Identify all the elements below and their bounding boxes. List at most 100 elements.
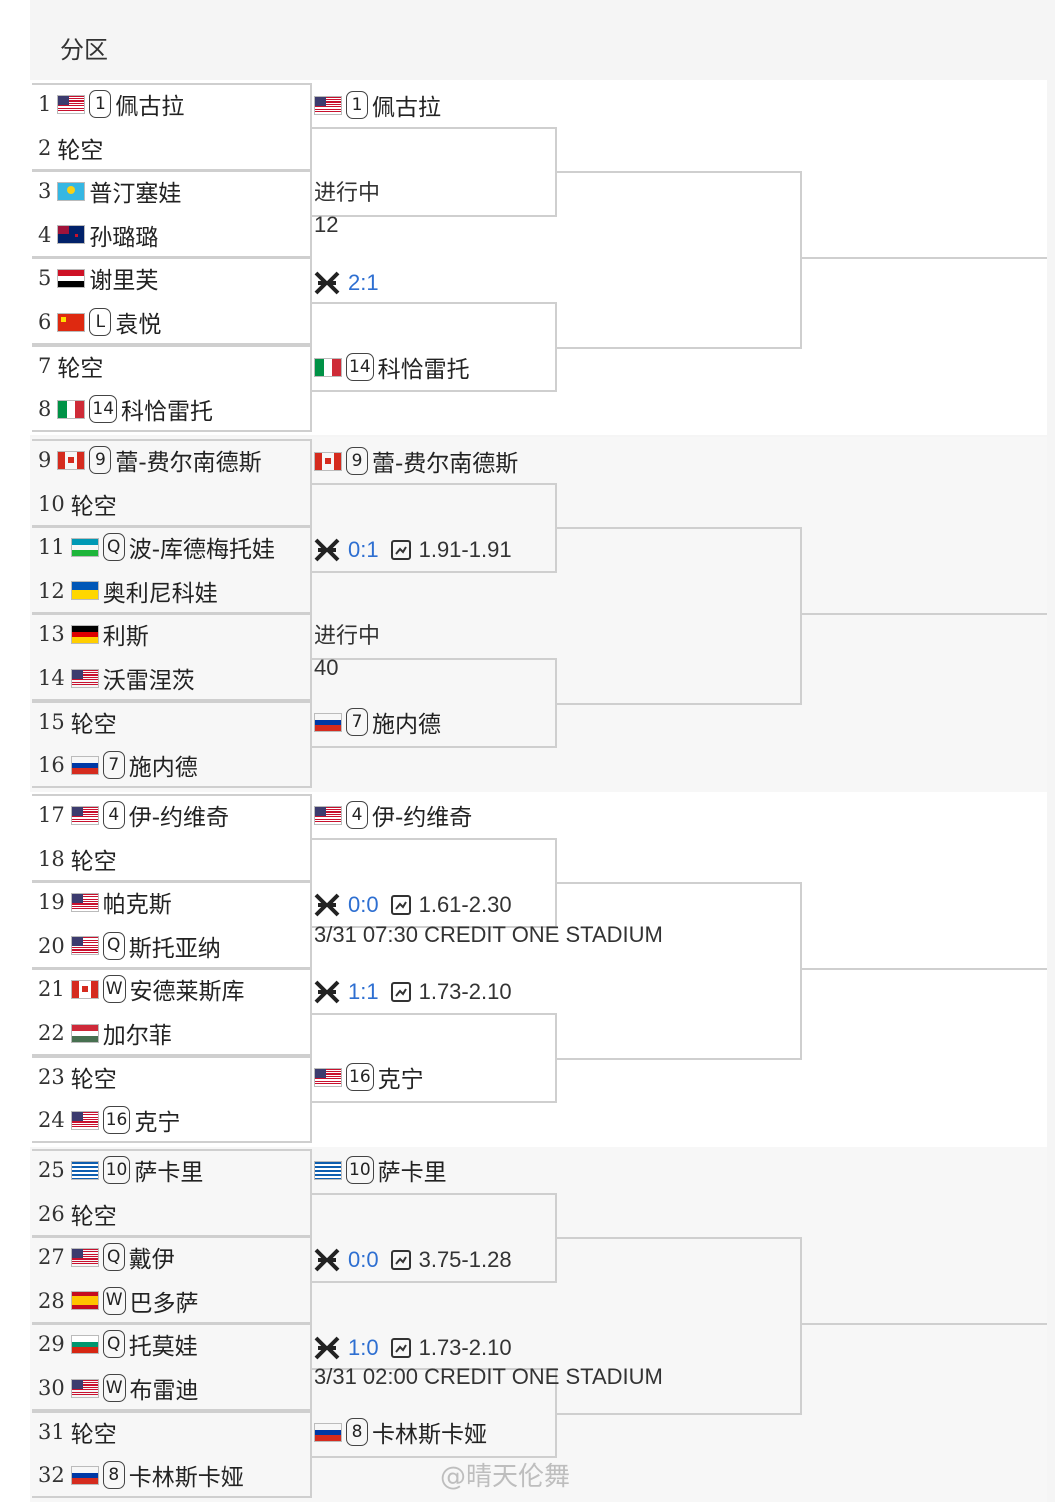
match-icon (314, 1248, 340, 1272)
odds: 1.61-2.30 (418, 892, 512, 917)
match-score[interactable]: 2:1 (314, 270, 391, 296)
draw-position: 12 (38, 578, 65, 603)
round2-player-seed: 16 (346, 1063, 374, 1091)
gr-flag-icon (70, 1160, 99, 1180)
odds-chart-icon (390, 895, 411, 915)
player-name: 安德莱斯库 (129, 979, 245, 1006)
live-score: 0:0 (348, 892, 379, 917)
player-name: 轮空 (70, 1421, 117, 1448)
player-name: 袁悦 (115, 312, 162, 338)
draw-position: 23 (38, 1064, 65, 1089)
round2-player-name: 佩古拉 (372, 95, 441, 121)
match-schedule[interactable]: 3/31 07:30 CREDIT ONE STADIUM (314, 922, 663, 948)
uz-flag-icon (70, 537, 99, 557)
match-box (32, 1410, 312, 1499)
player-row[interactable]: 12 奥利尼科娃 (38, 571, 218, 611)
match-box (32, 344, 312, 433)
draw-position: 1 (38, 92, 52, 116)
ua-flag-icon (70, 581, 99, 601)
match-icon (314, 538, 340, 562)
player-name: 轮空 (70, 1066, 117, 1093)
page-title: 分区 (60, 36, 108, 64)
player-name: 科恰雷托 (121, 399, 214, 426)
player-name: 托莫娃 (128, 1334, 198, 1361)
nz-flag-icon (57, 225, 86, 245)
match-box (32, 613, 312, 701)
draw-position: 30 (38, 1376, 65, 1400)
ca-flag-icon (57, 450, 86, 470)
bg-flag-icon (70, 1334, 99, 1354)
us-flag-icon (314, 805, 342, 825)
player-name: 轮空 (70, 1203, 117, 1230)
round3-box (555, 1237, 802, 1415)
game-score[interactable]: 40 (314, 655, 338, 681)
match-score[interactable]: 0:0 1.61-2.30 (314, 892, 512, 918)
odds-chart-icon (390, 540, 411, 560)
player-seed: 16 (102, 1106, 131, 1135)
us-flag-icon (70, 892, 99, 912)
draw-position: 19 (38, 890, 65, 915)
live-score: 2:1 (348, 270, 379, 295)
player-name: 轮空 (70, 711, 117, 738)
round2-player-name: 卡林斯卡娅 (372, 1422, 487, 1448)
draw-position: 2 (38, 135, 52, 160)
player-name: 奥利尼科娃 (102, 580, 218, 607)
game-score-text: 12 (314, 212, 339, 237)
match-schedule[interactable]: 3/31 02:00 CREDIT ONE STADIUM (314, 1364, 663, 1390)
round2-player-name: 科恰雷托 (377, 357, 470, 383)
match-box (32, 1236, 312, 1324)
draw-position: 29 (38, 1332, 65, 1357)
draw-position: 18 (38, 846, 65, 871)
player-name: 轮空 (70, 848, 117, 875)
player-name: 萨卡里 (134, 1160, 204, 1186)
match-status[interactable]: 进行中 (314, 175, 380, 207)
round4-line (800, 613, 1047, 615)
game-score[interactable]: 12 (314, 212, 338, 238)
match-status[interactable]: 进行中 (314, 618, 380, 650)
player-name: 轮空 (70, 493, 117, 520)
